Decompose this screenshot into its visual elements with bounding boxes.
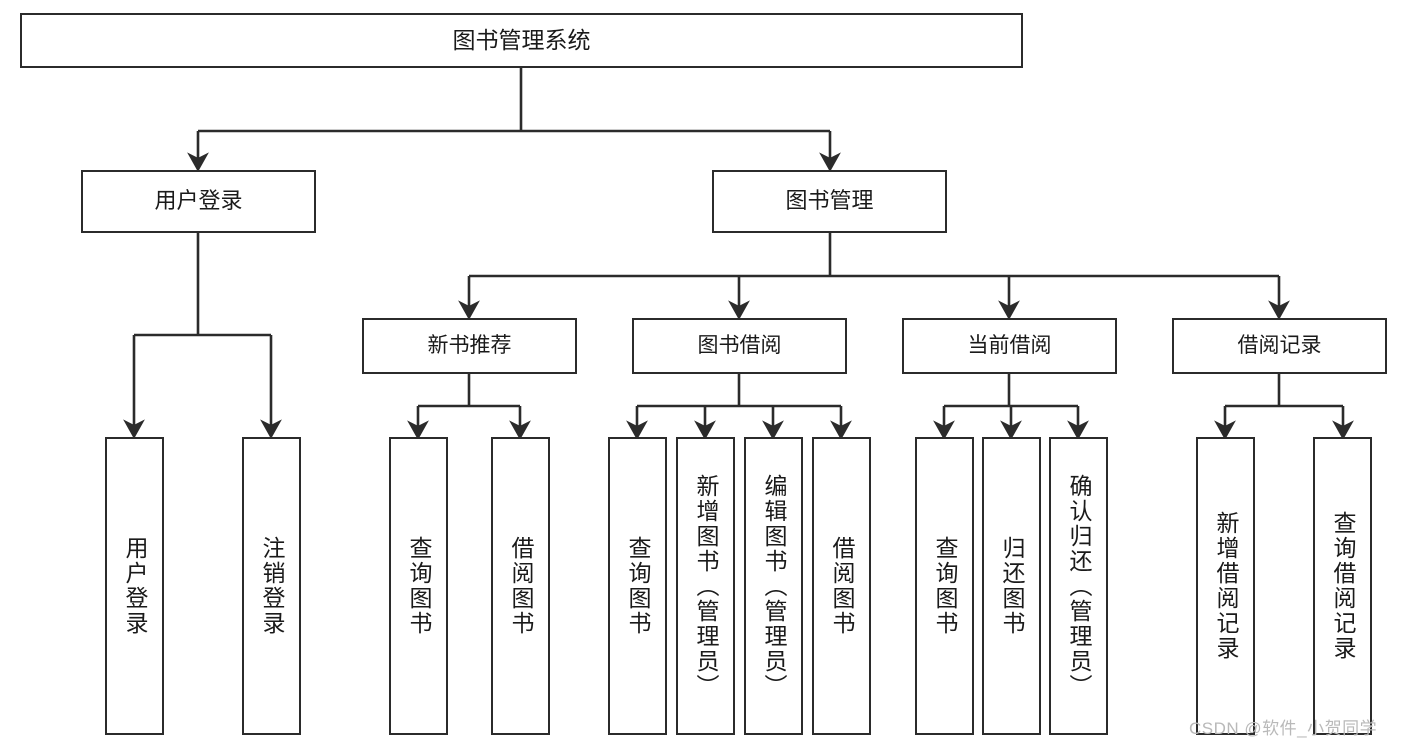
leaf-current-borrow-0[interactable]: 查询图书: [915, 437, 974, 735]
leaf-user-login-1[interactable]: 注销登录: [242, 437, 301, 735]
leaf-label: 查询图书: [932, 536, 958, 636]
leaf-current-borrow-2[interactable]: 确认归还（管理员）: [1049, 437, 1108, 735]
leaf-label: 查询图书: [406, 536, 432, 636]
node-user-login[interactable]: 用户登录: [81, 170, 316, 233]
leaf-new-book-0[interactable]: 查询图书: [389, 437, 448, 735]
leaf-label: 归还图书: [999, 536, 1025, 636]
node-book-management-label: 图书管理: [785, 188, 874, 214]
node-root[interactable]: 图书管理系统: [20, 13, 1023, 68]
leaf-label: 借阅图书: [829, 536, 855, 636]
leaf-label: 确认归还（管理员）: [1066, 473, 1092, 699]
node-book-management[interactable]: 图书管理: [712, 170, 947, 233]
leaf-book-borrow-2[interactable]: 编辑图书（管理员）: [744, 437, 803, 735]
leaf-label: 新增借阅记录: [1213, 511, 1239, 661]
leaf-label: 查询图书: [625, 536, 651, 636]
node-book-borrow-label: 图书借阅: [697, 334, 782, 358]
leaf-user-login-0[interactable]: 用户登录: [105, 437, 164, 735]
leaf-label: 借阅图书: [508, 536, 534, 636]
leaf-borrow-record-0[interactable]: 新增借阅记录: [1196, 437, 1255, 735]
leaf-current-borrow-1[interactable]: 归还图书: [982, 437, 1041, 735]
leaf-book-borrow-3[interactable]: 借阅图书: [812, 437, 871, 735]
node-new-book-recommend-label: 新书推荐: [427, 334, 512, 358]
csdn-watermark: CSDN @软件_小贺同学: [1189, 719, 1378, 738]
leaf-label: 用户登录: [122, 536, 148, 636]
leaf-book-borrow-1[interactable]: 新增图书（管理员）: [676, 437, 735, 735]
node-book-borrow[interactable]: 图书借阅: [632, 318, 847, 374]
leaf-label: 查询借阅记录: [1330, 511, 1356, 661]
node-borrow-record-label: 借阅记录: [1237, 334, 1322, 358]
leaf-book-borrow-0[interactable]: 查询图书: [608, 437, 667, 735]
node-borrow-record[interactable]: 借阅记录: [1172, 318, 1387, 374]
leaf-new-book-1[interactable]: 借阅图书: [491, 437, 550, 735]
leaf-label: 新增图书（管理员）: [693, 473, 719, 699]
node-current-borrow[interactable]: 当前借阅: [902, 318, 1117, 374]
node-current-borrow-label: 当前借阅: [967, 334, 1052, 358]
node-new-book-recommend[interactable]: 新书推荐: [362, 318, 577, 374]
node-user-login-label: 用户登录: [154, 188, 243, 214]
node-root-label: 图书管理系统: [452, 26, 591, 53]
leaf-label: 编辑图书（管理员）: [761, 473, 787, 699]
leaf-label: 注销登录: [259, 536, 285, 636]
leaf-borrow-record-1[interactable]: 查询借阅记录: [1313, 437, 1372, 735]
